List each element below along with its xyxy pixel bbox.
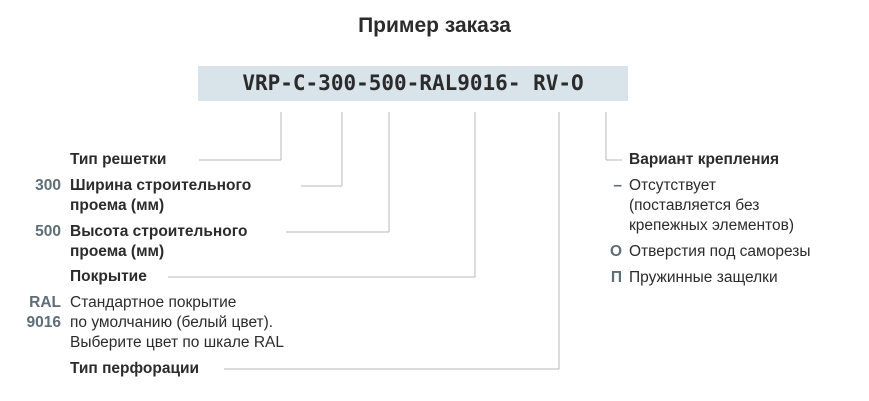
- type-label: Тип решетки: [70, 151, 167, 168]
- ral-desc-line3: Выберите цвет по шкале RAL: [70, 334, 285, 351]
- mount-none-line2: (поставляется без: [629, 197, 760, 214]
- mount-o-symbol: О: [609, 243, 622, 260]
- width-label-line1: Ширина строительного: [70, 177, 252, 194]
- page-title: Пример заказа: [358, 14, 511, 37]
- height-number: 500: [35, 223, 61, 240]
- mount-p-symbol: П: [610, 269, 622, 286]
- mount-none-line1: Отсутствует: [629, 177, 716, 194]
- ral-number-line1: RAL: [29, 294, 61, 311]
- mount-o-desc: Отверстия под саморезы: [629, 243, 811, 260]
- order-code-box: [198, 66, 628, 101]
- coating-label: Покрытие: [70, 268, 147, 285]
- ral-desc-line2: по умолчанию (белый цвет).: [70, 314, 274, 331]
- perforation-label: Тип перфорации: [70, 360, 200, 377]
- mount-p-desc: Пружинные защелки: [629, 269, 778, 286]
- width-number: 300: [35, 177, 61, 194]
- height-label-line1: Высота строительного: [70, 223, 248, 240]
- width-label-line2: проема (мм): [70, 197, 165, 214]
- order-code: VRP-C-300-500-RAL9016- RV-O: [242, 71, 584, 95]
- mount-none-symbol: –: [613, 177, 622, 194]
- mount-none-line3: крепежных элементов): [629, 217, 794, 234]
- mount-label: Вариант крепления: [629, 151, 780, 168]
- height-label-line2: проема (мм): [70, 243, 165, 260]
- ral-desc-line1: Стандартное покрытие: [70, 294, 237, 311]
- ral-number-line2: 9016: [26, 314, 61, 331]
